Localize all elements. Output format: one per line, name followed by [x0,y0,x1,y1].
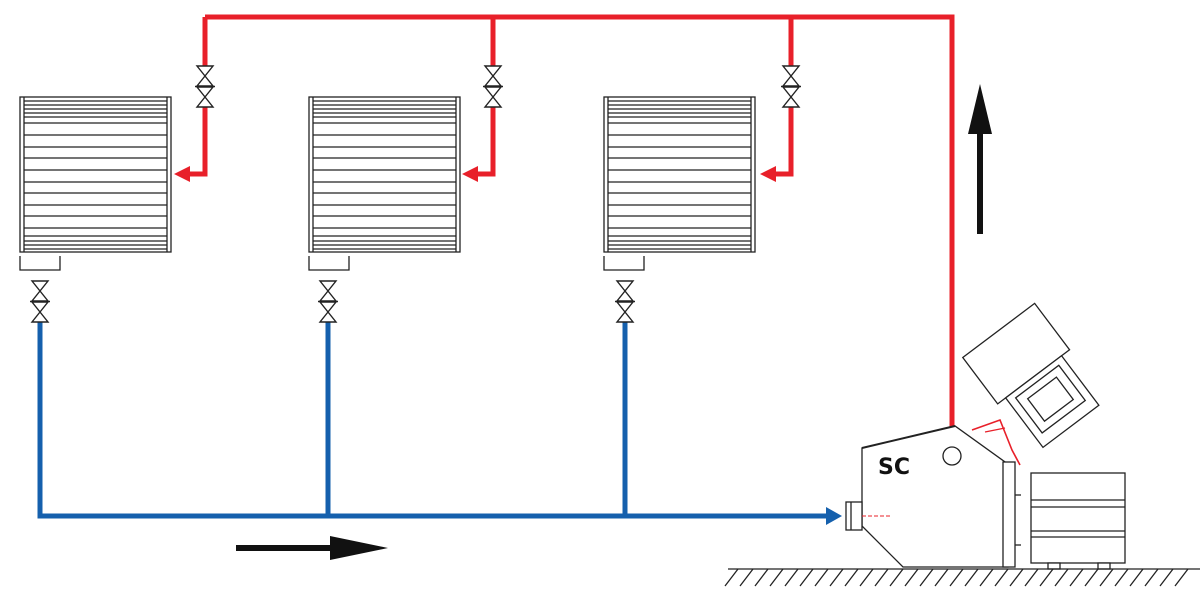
radiator-bracket [603,256,645,271]
radiator-bracket [19,256,61,271]
supply-outlet-connector [942,446,962,466]
radiator-body [603,96,756,253]
radiator-body [308,96,461,253]
gate-valve-icon [30,280,50,323]
gate-valve-icon [781,65,801,108]
gate-valve-icon [615,280,635,323]
radiator [308,96,461,271]
gate-valve-icon [318,280,338,323]
return-pipe [37,322,828,519]
boiler: SC [845,302,1126,570]
supply-arrow-icon [174,166,190,182]
ground-hatching [724,568,1200,587]
boiler-label: SC [878,455,910,480]
radiator [603,96,756,271]
supply-arrowheads [174,166,776,182]
supply-arrow-icon [760,166,776,182]
return-arrow-icon [826,507,842,525]
radiator-bracket [308,256,350,271]
boiler-panel [1002,461,1016,568]
side-cabinet [1030,472,1126,570]
supply-pipe [188,14,955,458]
gate-valve-icon [195,65,215,108]
return-inlet-connector [845,501,863,531]
radiator-body [19,96,172,253]
flow-direction-arrow-icon [236,536,388,560]
radiator [19,96,172,271]
gate-valve-icon [483,65,503,108]
flow-direction-arrow-icon [968,84,992,234]
radiators [19,96,756,271]
boiler-body [861,425,1013,568]
burner-hopper [961,302,1100,449]
supply-arrow-icon [462,166,478,182]
